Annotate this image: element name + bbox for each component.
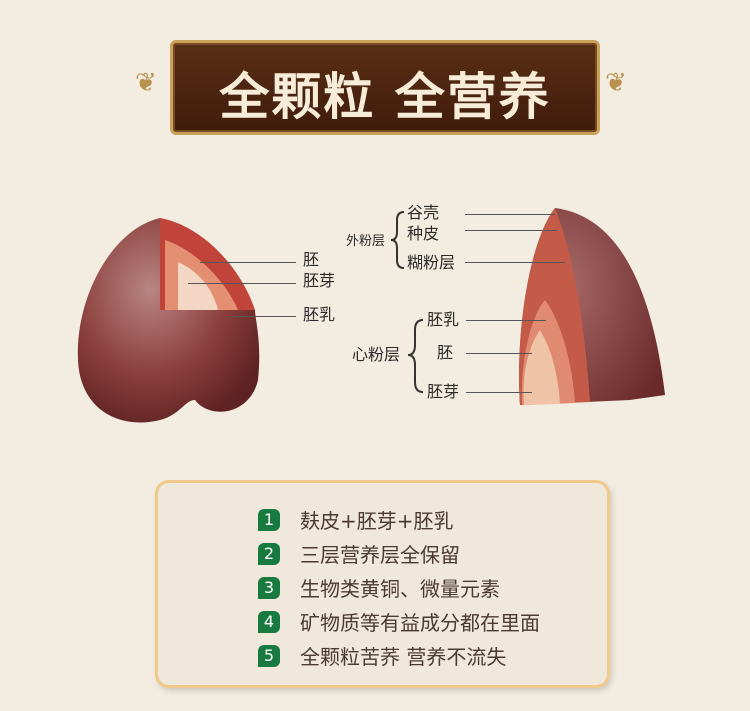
wheat-icon-right: ❦ bbox=[605, 68, 627, 98]
wheat-icon-left: ❦ bbox=[135, 68, 157, 98]
pointer-line bbox=[466, 392, 532, 393]
label-germ: 胚芽 bbox=[427, 382, 460, 401]
label-endosperm: 胚乳 bbox=[427, 310, 460, 329]
number-badge: 4 bbox=[258, 610, 280, 633]
feature-text: 麸皮+胚芽+胚乳 bbox=[300, 509, 454, 533]
pointer-line bbox=[466, 320, 546, 321]
brace-icon bbox=[390, 211, 405, 269]
seed-illustrations bbox=[77, 208, 665, 423]
feature-text: 矿物质等有益成分都在里面 bbox=[300, 611, 540, 635]
left-seed bbox=[77, 218, 260, 423]
feature-item: 4 矿物质等有益成分都在里面 bbox=[258, 607, 540, 636]
pointer-line bbox=[188, 283, 296, 284]
label-embryo: 胚 bbox=[437, 343, 454, 362]
inner-layer-group: 心粉层 bbox=[352, 345, 401, 364]
pointer-line bbox=[465, 230, 557, 231]
number-badge: 3 bbox=[258, 576, 280, 599]
label-embryo: 胚 bbox=[303, 250, 320, 269]
page-title: 全颗粒 全营养 bbox=[219, 67, 551, 126]
feature-text: 生物类黄铜、微量元素 bbox=[300, 577, 500, 601]
pointer-line bbox=[465, 262, 565, 263]
feature-item: 5 全颗粒苦荞 营养不流失 bbox=[258, 641, 506, 670]
feature-text: 三层营养层全保留 bbox=[300, 543, 460, 567]
number-badge: 5 bbox=[258, 644, 280, 667]
right-seed bbox=[519, 208, 665, 405]
features-panel: 1 麸皮+胚芽+胚乳 2 三层营养层全保留 3 生物类黄铜、微量元素 4 矿物质等有益成… bbox=[155, 480, 610, 688]
label-endosperm: 胚乳 bbox=[303, 305, 336, 324]
pointer-line bbox=[465, 214, 555, 215]
number-badge: 1 bbox=[258, 508, 280, 531]
outer-layer-group: 外粉层 bbox=[346, 234, 386, 249]
brace-icon bbox=[407, 319, 424, 393]
feature-text: 全颗粒苦荞 营养不流失 bbox=[300, 645, 507, 669]
feature-item: 2 三层营养层全保留 bbox=[258, 539, 460, 568]
title-banner: 全颗粒 全营养 bbox=[170, 40, 600, 135]
pointer-line bbox=[466, 353, 532, 354]
label-seed-coat: 种皮 bbox=[407, 224, 440, 243]
label-aleurone: 糊粉层 bbox=[407, 253, 456, 272]
label-germ: 胚芽 bbox=[303, 271, 336, 290]
feature-item: 3 生物类黄铜、微量元素 bbox=[258, 573, 500, 602]
label-husk: 谷壳 bbox=[407, 203, 440, 222]
pointer-line bbox=[200, 262, 296, 263]
number-badge: 2 bbox=[258, 542, 280, 565]
pointer-line bbox=[230, 316, 296, 317]
feature-item: 1 麸皮+胚芽+胚乳 bbox=[258, 505, 454, 534]
